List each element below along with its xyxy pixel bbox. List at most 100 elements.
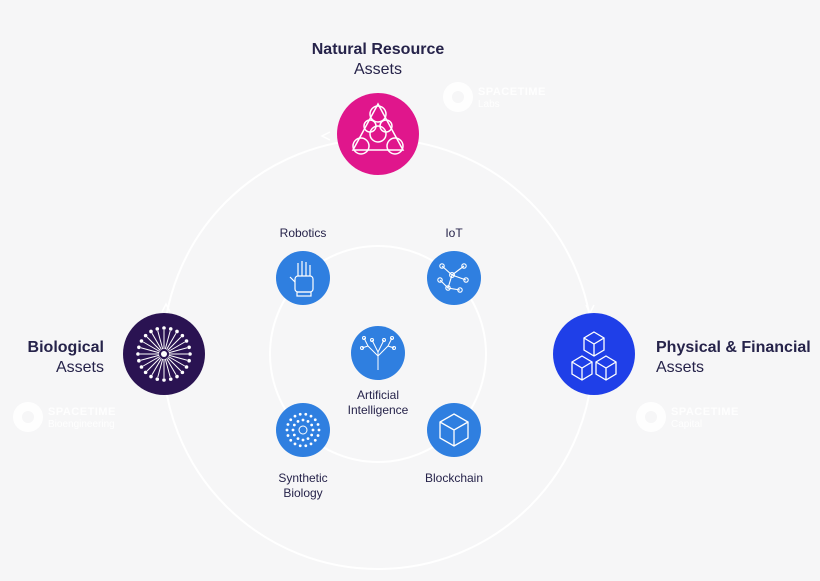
blockchain-label: Blockchain xyxy=(424,471,484,485)
robot-hand-icon xyxy=(289,261,314,297)
dna-dot xyxy=(313,418,317,422)
burst-dot xyxy=(184,365,189,369)
natural-resource-subtitle: Assets xyxy=(353,61,402,78)
dna-dot xyxy=(296,437,300,441)
molecule-icon xyxy=(351,102,405,155)
dna-dot xyxy=(301,438,305,442)
dna-dot xyxy=(310,433,314,437)
burst-dot xyxy=(149,374,153,379)
burst-dot xyxy=(143,333,148,338)
burst-dot xyxy=(139,339,144,343)
synthetic-biology-line1: Synthetic xyxy=(278,471,328,485)
burst-ray xyxy=(164,330,171,350)
natural-resource-node xyxy=(337,93,419,175)
watermark-left: SPACETIME Bioengineering xyxy=(13,402,116,432)
burst-ray xyxy=(146,336,161,351)
cube-icon xyxy=(439,413,469,447)
burst-ray xyxy=(146,357,161,372)
burst-dot xyxy=(155,377,160,381)
burst-dot xyxy=(180,333,185,338)
dna-dot xyxy=(298,412,302,416)
burst-dot xyxy=(180,370,185,375)
dna-dot xyxy=(304,444,308,448)
burst-ray xyxy=(168,341,186,352)
network-icon xyxy=(437,263,469,293)
burst-dot xyxy=(187,358,191,363)
dna-dot xyxy=(291,428,295,432)
burst-dot xyxy=(155,327,160,331)
dna-dot xyxy=(306,419,310,423)
ai-node xyxy=(351,326,405,380)
burst-dot xyxy=(188,352,192,356)
natural-resource-label: Natural Resource Assets xyxy=(278,40,478,80)
brain-tree-icon xyxy=(360,336,396,370)
watermark-left-sub: Bioengineering xyxy=(48,419,115,430)
inner-ring xyxy=(269,245,487,463)
burst-dot xyxy=(143,370,148,375)
dna-dot xyxy=(286,423,290,426)
dna-dot xyxy=(310,423,314,427)
burst-ray xyxy=(168,354,188,361)
arrow-to-natural xyxy=(320,131,331,141)
dna-dot xyxy=(309,442,313,446)
arrow-to-physical xyxy=(585,304,595,315)
iot-circle xyxy=(427,251,481,305)
robotics-circle xyxy=(276,251,330,305)
watermark-right-brand: SPACETIME xyxy=(671,406,739,418)
watermark-right: SPACETIME Capital xyxy=(636,402,739,432)
dna-dot xyxy=(309,414,313,418)
biological-subtitle: Assets xyxy=(55,359,104,376)
burst-ray xyxy=(140,347,160,354)
physical-financial-title: Physical & Financial xyxy=(656,339,811,356)
dna-dot xyxy=(292,433,296,437)
burst-ray xyxy=(157,358,164,378)
dna-dot xyxy=(306,437,310,441)
burst-icon xyxy=(136,326,192,382)
burst-dot xyxy=(162,378,166,382)
burst-ray xyxy=(142,356,160,367)
ai-label: Artificial Intelligence xyxy=(328,388,428,418)
synthetic-biology-line2: Biology xyxy=(283,486,323,500)
watermark-top-sub: Labs xyxy=(478,99,500,110)
burst-ray xyxy=(151,332,162,350)
dna-dot xyxy=(285,428,289,432)
ai-label-line1: Artificial xyxy=(356,388,399,402)
dna-dot xyxy=(316,434,320,437)
dna-dot xyxy=(298,444,302,448)
synthetic-biology-circle xyxy=(276,403,330,457)
dna-dot xyxy=(296,419,300,423)
blockchain-node xyxy=(427,403,481,457)
physical-financial-subtitle: Assets xyxy=(656,359,705,376)
burst-ray xyxy=(157,330,164,350)
burst-dot xyxy=(149,329,153,334)
burst-ray xyxy=(140,354,160,361)
ai-label-line2: Intelligence xyxy=(347,403,409,417)
burst-dot xyxy=(187,345,191,350)
dna-dot xyxy=(313,438,317,442)
burst-ray xyxy=(168,347,188,354)
dna-dot xyxy=(289,418,293,422)
iot-node xyxy=(427,251,481,305)
burst-dot xyxy=(137,345,141,350)
dna-ring-icon xyxy=(285,412,321,448)
dna-dot xyxy=(317,428,321,432)
burst-ray xyxy=(166,358,177,376)
watermark-right-sub: Capital xyxy=(671,419,702,430)
burst-dot xyxy=(136,352,140,356)
watermark-top-brand: SPACETIME xyxy=(478,86,546,98)
dna-dot xyxy=(316,423,320,426)
burst-ray xyxy=(167,336,182,351)
biological-node xyxy=(123,313,205,395)
watermark-top: SPACETIME Labs xyxy=(443,82,546,112)
burst-dot xyxy=(139,365,144,369)
watermark-left-brand: SPACETIME xyxy=(48,406,116,418)
burst-dot xyxy=(175,329,179,334)
cubes-icon xyxy=(571,331,617,381)
natural-resource-circle xyxy=(337,93,419,175)
burst-dot xyxy=(184,339,189,343)
robotics-node xyxy=(276,251,330,305)
burst-ray xyxy=(142,341,160,352)
burst-ray xyxy=(167,357,182,372)
burst-ray xyxy=(168,356,186,367)
